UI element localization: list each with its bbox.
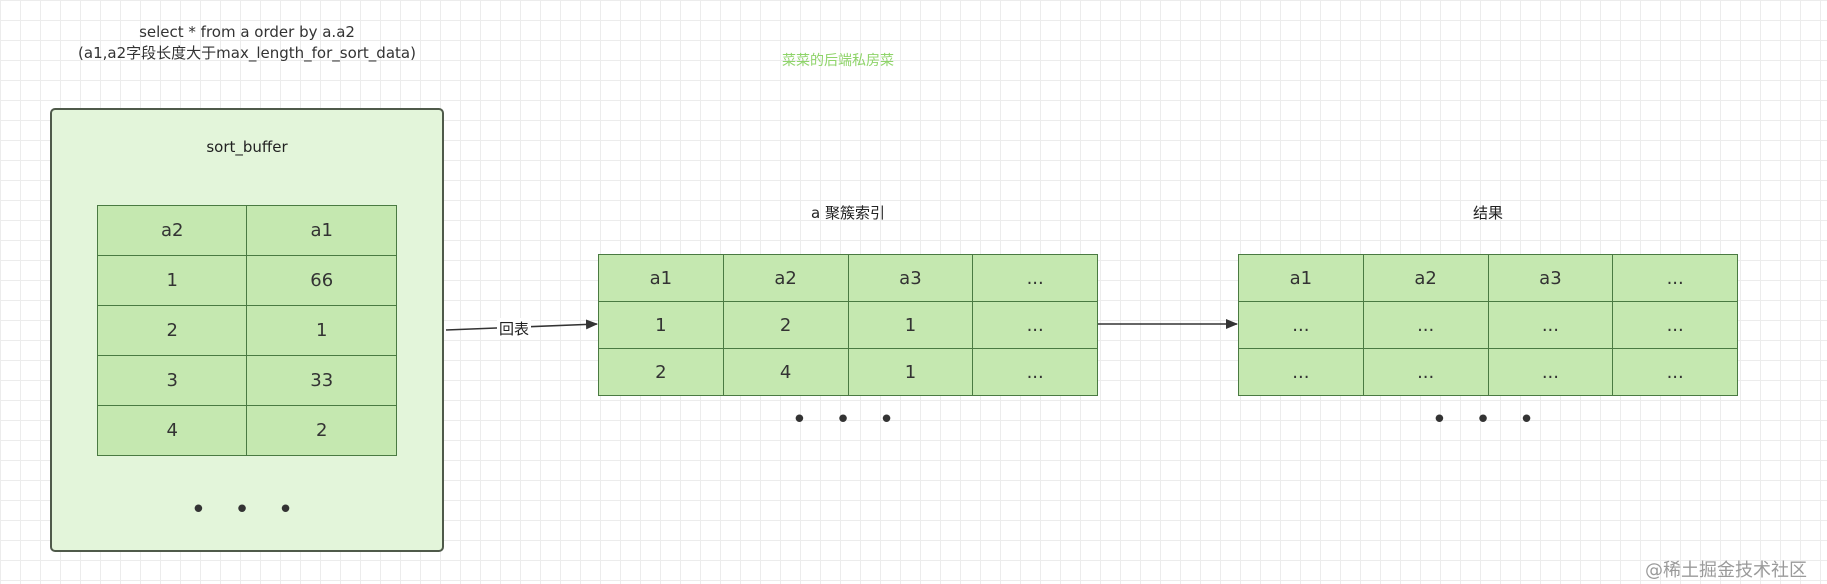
table-cell: ...	[972, 301, 1098, 349]
table-cell: 3	[96, 355, 248, 406]
lookup-arrow-label: 回表	[497, 318, 532, 339]
table-cell: 2	[598, 348, 724, 396]
table-cell: ...	[1612, 348, 1738, 396]
header-cell: ...	[1612, 254, 1738, 302]
table-row: 2 4 1 ...	[598, 348, 1098, 396]
table-cell: 1	[598, 301, 724, 349]
result-table: a1 a2 a3 ... ... ... ... ... ... ... ...…	[1238, 254, 1738, 396]
table-cell: 1	[847, 301, 974, 349]
query-note-text: (a1,a2字段长度大于max_length_for_sort_data)	[78, 44, 416, 62]
header-cell: a1	[246, 205, 397, 256]
table-cell: 1	[96, 255, 248, 306]
header-cell: a1	[598, 254, 724, 302]
sort-buffer-ellipsis: • • •	[190, 495, 304, 525]
header-cell: a2	[96, 205, 248, 256]
header-cell: a2	[722, 254, 849, 302]
table-cell: ...	[1362, 348, 1489, 396]
header-cell: ...	[972, 254, 1098, 302]
table-cell: 4	[96, 405, 248, 456]
table-cell: ...	[1487, 301, 1614, 349]
table-row: 1 2 1 ...	[598, 301, 1098, 349]
table-cell: 33	[246, 355, 397, 406]
clustered-index-title: a 聚簇索引	[811, 204, 885, 222]
clustered-index-table: a1 a2 a3 ... 1 2 1 ... 2 4 1 ...	[598, 254, 1098, 396]
table-header-row: a2 a1	[96, 205, 397, 256]
table-cell: 1	[847, 348, 974, 396]
result-ellipsis: • • •	[1431, 405, 1545, 435]
table-cell: 1	[246, 305, 397, 356]
table-row: 4 2	[96, 405, 397, 456]
sort-buffer-title: sort_buffer	[206, 138, 288, 156]
result-title: 结果	[1472, 204, 1503, 222]
table-cell: ...	[1487, 348, 1614, 396]
table-row: 3 33	[96, 355, 397, 406]
table-cell: ...	[972, 348, 1098, 396]
table-cell: 4	[722, 348, 849, 396]
sort-buffer-table: a2 a1 1 66 2 1 3 33 4 2	[96, 205, 397, 456]
table-header-row: a1 a2 a3 ...	[1238, 254, 1738, 302]
table-row: 2 1	[96, 305, 397, 356]
top-watermark: 菜菜的后端私房菜	[782, 53, 894, 69]
header-cell: a3	[1487, 254, 1614, 302]
table-cell: 2	[96, 305, 248, 356]
table-cell: ...	[1612, 301, 1738, 349]
query-caption: select * from a order by a.a2 (a1,a2字段长度…	[50, 22, 444, 64]
table-cell: 2	[246, 405, 397, 456]
table-row: 1 66	[96, 255, 397, 306]
query-sql-text: select * from a order by a.a2	[139, 23, 355, 41]
header-cell: a1	[1238, 254, 1364, 302]
clustered-index-ellipsis: • • •	[791, 405, 905, 435]
table-cell: 66	[246, 255, 397, 306]
table-row: ... ... ... ...	[1238, 348, 1738, 396]
footer-watermark: @稀土掘金技术社区	[1645, 560, 1807, 581]
table-cell: ...	[1238, 348, 1364, 396]
table-cell: 2	[722, 301, 849, 349]
